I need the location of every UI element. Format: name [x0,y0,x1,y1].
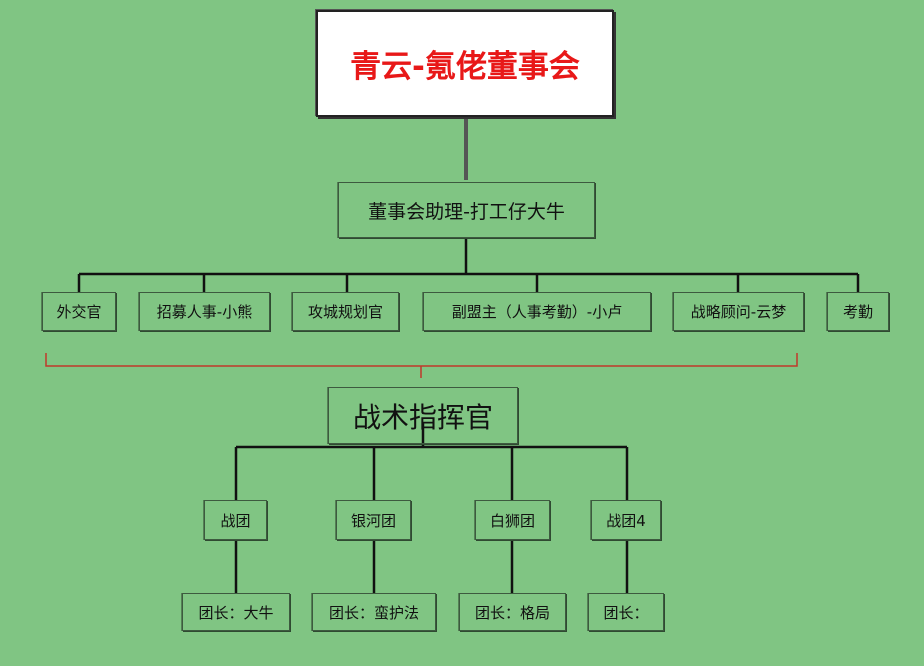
unit-node: 战团 [204,500,267,540]
leader-node: 团长：格局 [459,593,566,631]
unit-node: 白狮团 [475,500,550,540]
board-title: 青云-氪佬董事会 [350,49,580,85]
board-title-box: 青云-氪佬董事会 [316,10,614,117]
leader-node: 团长： [588,593,664,631]
department-node-siege-planning: 攻城规划官 [292,292,399,331]
department-node-strategy-advisor: 战略顾问-云梦 [673,292,804,331]
tactical-commander-node: 战术指挥官 [328,387,518,444]
unit-node: 战团4 [591,500,661,540]
unit-node: 银河团 [336,500,411,540]
department-node-diplomat: 外交官 [42,292,116,331]
leader-node: 团长：大牛 [182,593,290,631]
department-node-attendance: 考勤 [827,292,889,331]
leader-node: 团长：蛮护法 [312,593,436,631]
assistant-node: 董事会助理-打工仔大牛 [338,182,595,238]
department-node-recruitment: 招募人事-小熊 [139,292,270,331]
department-node-vice-leader: 副盟主（人事考勤）-小卢 [423,292,651,331]
